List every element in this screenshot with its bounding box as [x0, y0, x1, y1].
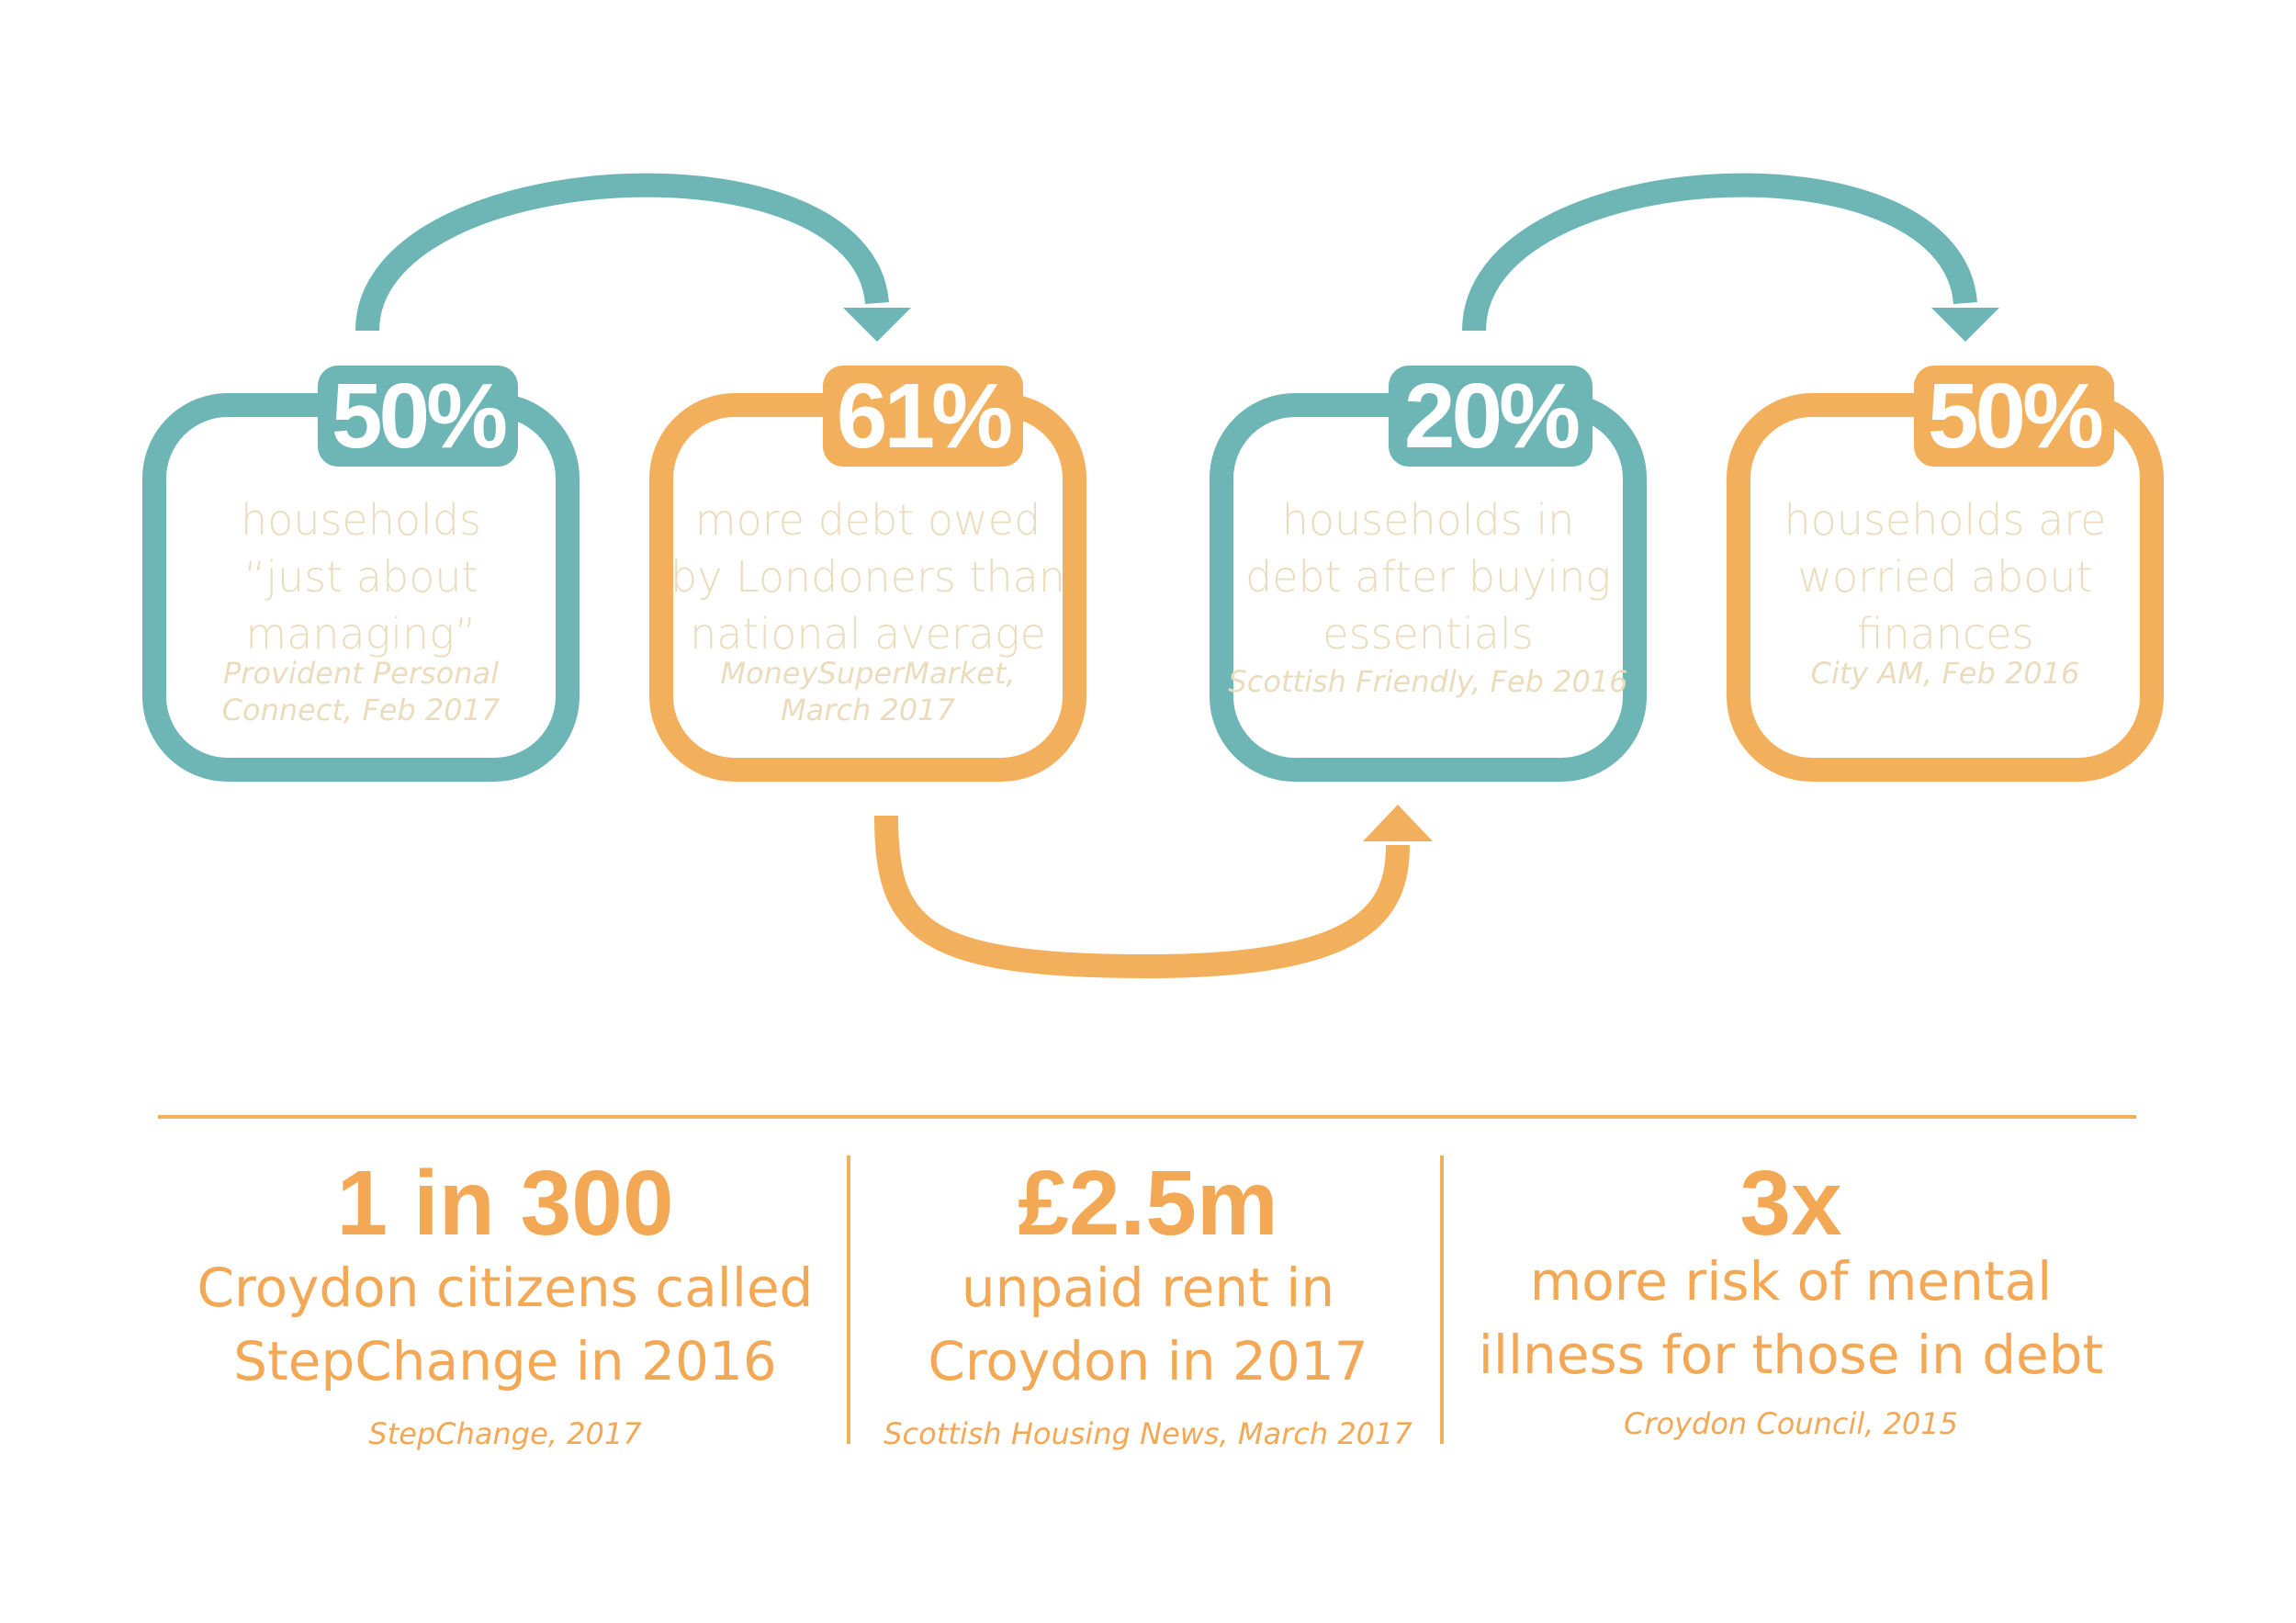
- arrow-head-1-icon: [843, 308, 911, 342]
- box-1-value-badge: 50%: [318, 365, 518, 468]
- box-2-description: more debt owed by Londoners than nationa…: [670, 495, 1065, 659]
- box-4-description: households are worried about finances: [1784, 495, 2107, 659]
- arrow-head-2-icon: [1363, 805, 1433, 841]
- stat-2-description: unpaid rent in Croydon in 2017: [928, 1257, 1368, 1392]
- box-3-source: Scottish Friendly, Feb 2016: [1228, 664, 1628, 699]
- stat-2-value: £2.5m: [1018, 1152, 1278, 1255]
- box-4-value-badge: 50%: [1914, 365, 2114, 468]
- stat-1-value: 1 in 300: [336, 1152, 674, 1255]
- box-4-source: City AM, Feb 2016: [1810, 656, 2080, 691]
- box-1-source: Provident Personal Connect, Feb 2017: [221, 656, 501, 727]
- arrow-box1-to-box2: [355, 173, 889, 332]
- stat-2-source: Scottish Housing News, March 2017: [884, 1416, 1412, 1451]
- box-2-value-badge: 61%: [823, 365, 1023, 468]
- arrow-box2-to-box3: [874, 815, 1410, 979]
- stat-3-value: 3x: [1739, 1152, 1842, 1255]
- stat-3-source: Croydon Council, 2015: [1624, 1406, 1958, 1441]
- stat-3-description: more risk of mental illness for those in…: [1478, 1250, 2104, 1386]
- arrow-box3-to-box4: [1462, 173, 1977, 332]
- box-2-source: MoneySuperMarket, March 2017: [720, 656, 1016, 727]
- box-3-description: households in debt after buying essentia…: [1245, 495, 1611, 659]
- arrow-head-3-icon: [1931, 308, 1999, 342]
- box-1-description: households “just about managing”: [241, 495, 481, 659]
- box-3-value-badge: 20%: [1389, 365, 1593, 468]
- stat-1-source: StepChange, 2017: [368, 1416, 642, 1451]
- stat-1-description: Croydon citizens called StepChange in 20…: [197, 1257, 814, 1392]
